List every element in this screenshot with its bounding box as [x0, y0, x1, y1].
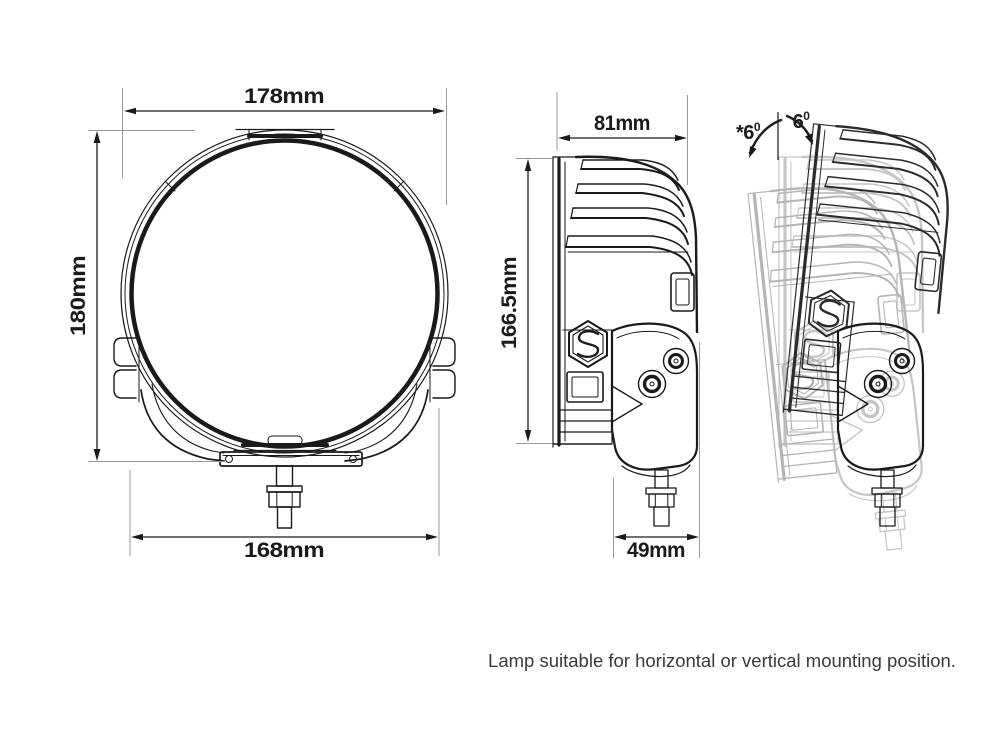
mounting-note: Lamp suitable for horizontal or vertical…: [488, 650, 956, 671]
tilt-left-arrow-icon: [748, 118, 783, 158]
dimensions: 178mm 180mm 168mm 81mm: [67, 85, 700, 562]
dim-front-width: 178mm: [122, 85, 447, 205]
dim-front-height: 180mm: [67, 130, 225, 462]
front-mounting-stud: [266, 465, 303, 529]
svg-text:168mm: 168mm: [244, 539, 324, 562]
side-tabs-left: [113, 335, 140, 403]
dim-side-mount-depth: 49mm: [613, 342, 700, 562]
tilt-right-arrow-icon: [785, 114, 814, 145]
side-tabs-right: [429, 335, 456, 403]
dim-side-depth: 81mm: [556, 92, 688, 185]
tilt-angle-right-label: 60: [793, 109, 811, 133]
svg-text:166.5mm: 166.5mm: [498, 257, 521, 349]
svg-text:180mm: 180mm: [67, 256, 90, 336]
tilt-angle-left-label: *60: [736, 120, 761, 144]
tilt-view: *60 60: [736, 109, 959, 557]
dim-side-height: 166.5mm: [498, 158, 552, 444]
side-view: [551, 155, 699, 528]
front-view: [113, 128, 456, 529]
front-bracket: [140, 383, 429, 467]
svg-text:81mm: 81mm: [594, 112, 650, 135]
dim-front-mount-width: 168mm: [129, 408, 440, 562]
lens-bezel: [129, 138, 440, 449]
svg-text:178mm: 178mm: [244, 85, 324, 108]
svg-text:49mm: 49mm: [627, 539, 685, 562]
